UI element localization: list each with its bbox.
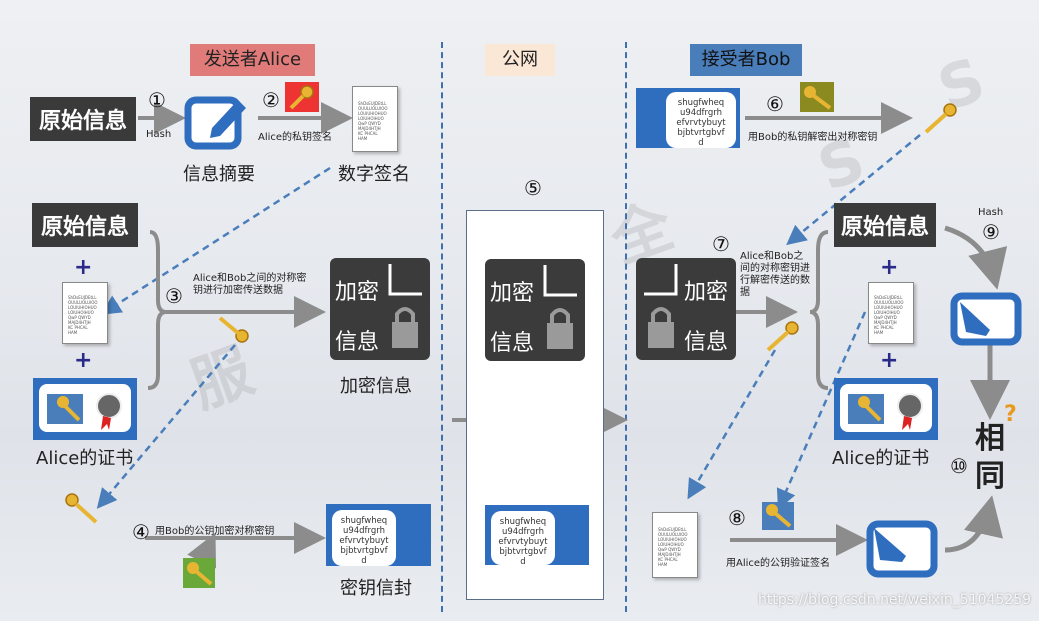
symmetric-key-icon [766, 321, 799, 352]
bob-priv-decrypt-label: 用Bob的私钥解密出对称密钥 [748, 132, 878, 143]
separator-left [441, 42, 443, 612]
private-key-icon [800, 82, 834, 112]
enc-text-1: 加密 [490, 281, 535, 306]
digest-label: 信息摘要 [183, 164, 255, 185]
enc-text-2: 信息 [335, 330, 380, 355]
symmetric-key-icon [65, 493, 98, 524]
step-8: ⑧ [728, 506, 746, 530]
step-3: ③ [165, 284, 183, 308]
separator-right [625, 42, 627, 612]
original-info-box-2: 原始信息 [32, 203, 138, 247]
sign-label: Alice的私钥签名 [258, 132, 333, 143]
certificate-card [39, 384, 131, 432]
enc-text-2: 信息 [684, 330, 729, 355]
lock-icon [388, 264, 422, 348]
header-sender: 发送者Alice [190, 44, 315, 76]
header-network: 公网 [485, 44, 555, 76]
enc-text-2: 信息 [490, 331, 535, 356]
same-label: 相同 [975, 421, 1005, 494]
encrypt-note: Alice和Bob之间的对称密钥进行加密传送数据 [193, 273, 307, 296]
certificate-box [834, 378, 938, 440]
bob-pub-encrypt-label: 用Bob的公钥加密对称密钥 [155, 526, 275, 537]
step-9: ⑨ [982, 220, 1000, 244]
plus-icon: + [74, 348, 93, 373]
enc-text-1: 加密 [335, 280, 380, 305]
symmetric-key-icon [924, 103, 957, 134]
lock-icon [644, 264, 678, 348]
plus-icon: + [74, 255, 93, 280]
edit-icon [866, 520, 938, 578]
public-key-icon [762, 502, 794, 530]
key-and-seal-icon [848, 393, 923, 430]
private-key-icon [285, 82, 319, 112]
signature-label: 数字签名 [338, 164, 410, 185]
encrypted-info-label: 加密信息 [340, 376, 412, 397]
step-2: ② [262, 88, 280, 112]
step-10: ⑩ [950, 454, 968, 478]
hash-label: Hash [146, 129, 172, 140]
edit-icon [184, 96, 246, 150]
hash-label-receiver: Hash [978, 207, 1004, 218]
plus-icon: + [880, 255, 899, 280]
envelope-label: 密钥信封 [340, 578, 412, 599]
step-1: ① [148, 88, 166, 112]
certificate-box [33, 378, 137, 440]
lock-icon [543, 265, 577, 349]
source-watermark: https://blog.csdn.net/weixin_51045259 [758, 592, 1032, 608]
original-info-box: 原始信息 [30, 97, 136, 141]
edit-icon [950, 292, 1022, 346]
symmetric-key-icon [218, 316, 249, 343]
encrypted-info-icon: 加密 信息 [330, 258, 430, 360]
certificate-card [840, 384, 932, 432]
enc-text-1: 加密 [684, 280, 729, 305]
step-7: ⑦ [712, 232, 730, 256]
encrypted-info-icon: 加密 信息 [636, 258, 736, 360]
key-and-seal-icon [47, 393, 122, 430]
step-6: ⑥ [766, 92, 784, 116]
encrypted-info-icon: 加密 信息 [485, 259, 585, 361]
decrypt-note: Alice和Bob之间的对称密钥进行解密传送的数据 [740, 251, 810, 298]
header-receiver: 接受者Bob [690, 44, 802, 76]
public-key-icon [183, 558, 215, 588]
cert-label: Alice的证书 [36, 448, 134, 469]
alice-pub-verify-label: 用Alice的公钥验证签名 [726, 558, 831, 569]
original-info-box-3: 原始信息 [834, 203, 936, 247]
question-mark-icon: ? [1004, 402, 1017, 427]
plus-icon: + [880, 348, 899, 373]
cert-label-receiver: Alice的证书 [832, 448, 930, 469]
step-4: ④ [132, 520, 150, 544]
step-5: ⑤ [524, 176, 542, 200]
